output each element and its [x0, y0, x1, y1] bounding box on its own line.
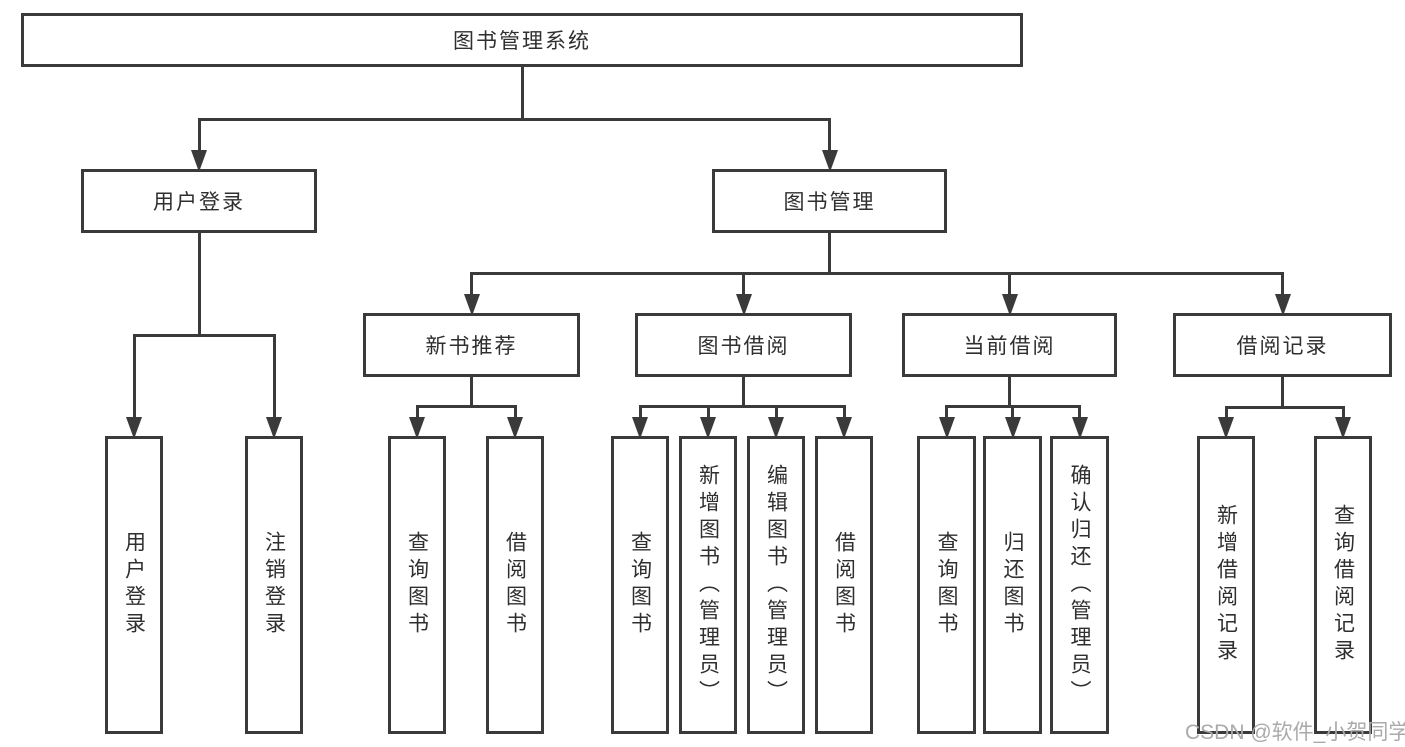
node-current-borrow: 当前借阅	[902, 313, 1117, 377]
connector-bar-root	[197, 117, 831, 121]
connector-drop-user-login	[197, 119, 201, 151]
connector-stem-book-borrow	[742, 377, 745, 408]
node-leaf-user-login: 用户登录	[105, 436, 163, 734]
node-label-leaf-bb-query: 查询图书	[628, 531, 652, 639]
arrow-down-icon	[507, 417, 523, 439]
node-label-leaf-br-add: 新增借阅记录	[1214, 504, 1238, 666]
connector-stem-root	[520, 67, 524, 121]
connector-drop-leaf-bb-add	[706, 406, 710, 418]
arrow-down-icon	[735, 294, 752, 316]
connector-drop-book-borrow	[742, 273, 745, 295]
node-label-leaf-bb-add: 新增图书（管理员）	[696, 463, 720, 707]
arrow-down-icon	[632, 417, 648, 439]
node-leaf-bb-edit: 编辑图书（管理员）	[747, 436, 805, 734]
node-label-root: 图书管理系统	[453, 30, 591, 53]
csdn-watermark: CSDN @软件_小贺同学	[1185, 721, 1405, 744]
arrow-down-icon	[1004, 417, 1021, 439]
arrow-down-icon	[821, 150, 838, 172]
node-label-leaf-nb-query: 查询图书	[405, 531, 429, 639]
node-leaf-logout: 注销登录	[245, 436, 303, 734]
connector-stem-current-borrow	[1008, 377, 1011, 408]
connector-bar-borrow-records	[1224, 405, 1345, 409]
connector-stem-new-book-rec	[470, 377, 473, 408]
node-label-leaf-cb-return: 归还图书	[1001, 531, 1024, 639]
node-leaf-br-add: 新增借阅记录	[1197, 436, 1255, 734]
node-leaf-nb-query: 查询图书	[388, 436, 446, 734]
node-leaf-bb-borrow: 借阅图书	[815, 436, 873, 734]
connector-stem-user-login	[197, 233, 201, 337]
node-label-book-borrow: 图书借阅	[697, 335, 790, 358]
node-label-leaf-bb-borrow: 借阅图书	[832, 531, 856, 639]
connector-drop-leaf-cb-confirm	[1078, 406, 1081, 418]
node-leaf-bb-add: 新增图书（管理员）	[679, 436, 737, 734]
node-root: 图书管理系统	[21, 13, 1023, 67]
connector-stem-borrow-records	[1281, 377, 1284, 409]
connector-drop-leaf-br-add	[1224, 407, 1228, 418]
connector-drop-leaf-nb-borrow	[513, 406, 517, 418]
connector-drop-leaf-user-login	[132, 335, 136, 418]
connector-drop-new-book-rec	[470, 273, 473, 295]
arrow-down-icon	[1071, 417, 1088, 439]
node-label-leaf-cb-confirm: 确认归还（管理员）	[1068, 463, 1091, 707]
node-label-leaf-br-query: 查询借阅记录	[1331, 504, 1355, 666]
node-leaf-bb-query: 查询图书	[611, 436, 669, 734]
connector-drop-leaf-nb-query	[415, 406, 419, 418]
connector-drop-leaf-cb-return	[1011, 406, 1014, 418]
node-leaf-br-query: 查询借阅记录	[1314, 436, 1372, 734]
connector-bar-user-login	[132, 333, 276, 337]
node-borrow-records: 借阅记录	[1173, 313, 1392, 377]
node-label-borrow-records: 借阅记录	[1236, 335, 1329, 358]
connector-bar-book-mgmt	[470, 271, 1284, 275]
arrow-down-icon	[409, 417, 425, 439]
node-label-leaf-cb-query: 查询图书	[935, 531, 958, 639]
connector-drop-leaf-bb-borrow	[842, 406, 846, 418]
connector-stem-book-mgmt	[828, 233, 831, 275]
arrow-down-icon	[1335, 417, 1351, 439]
connector-drop-leaf-cb-query	[945, 406, 948, 418]
connector-bar-book-borrow	[638, 404, 846, 408]
connector-drop-leaf-bb-edit	[774, 406, 778, 418]
node-leaf-nb-borrow: 借阅图书	[486, 436, 544, 734]
arrow-down-icon	[1274, 294, 1291, 316]
connector-drop-leaf-logout	[272, 335, 276, 418]
arrow-down-icon	[126, 417, 142, 439]
node-leaf-cb-query: 查询图书	[917, 436, 976, 734]
arrow-down-icon	[191, 150, 207, 172]
connector-drop-leaf-br-query	[1341, 407, 1345, 418]
node-label-book-mgmt: 图书管理	[783, 191, 876, 214]
connector-bar-new-book-rec	[415, 404, 517, 408]
arrow-down-icon	[768, 417, 784, 439]
node-label-leaf-logout: 注销登录	[262, 531, 286, 639]
arrow-down-icon	[463, 294, 480, 316]
connector-drop-current-borrow	[1008, 273, 1011, 295]
node-leaf-cb-return: 归还图书	[983, 436, 1042, 734]
node-label-user-login: 用户登录	[153, 191, 245, 214]
node-leaf-cb-confirm: 确认归还（管理员）	[1050, 436, 1109, 734]
node-book-mgmt: 图书管理	[712, 169, 947, 233]
arrow-down-icon	[938, 417, 955, 439]
arrow-down-icon	[266, 417, 282, 439]
node-label-current-borrow: 当前借阅	[963, 335, 1056, 358]
node-new-book-rec: 新书推荐	[363, 313, 580, 377]
node-label-leaf-bb-edit: 编辑图书（管理员）	[764, 463, 788, 707]
connector-drop-borrow-records	[1281, 273, 1284, 295]
arrow-down-icon	[836, 417, 852, 439]
arrow-down-icon	[700, 417, 716, 439]
node-label-leaf-user-login: 用户登录	[122, 531, 146, 639]
node-book-borrow: 图书借阅	[635, 313, 852, 377]
node-user-login: 用户登录	[81, 169, 317, 233]
arrow-down-icon	[1218, 417, 1234, 439]
connector-drop-leaf-bb-query	[638, 406, 642, 418]
connector-drop-book-mgmt	[828, 119, 831, 151]
node-label-new-book-rec: 新书推荐	[425, 335, 518, 358]
arrow-down-icon	[1001, 294, 1018, 316]
node-label-leaf-nb-borrow: 借阅图书	[503, 531, 527, 639]
